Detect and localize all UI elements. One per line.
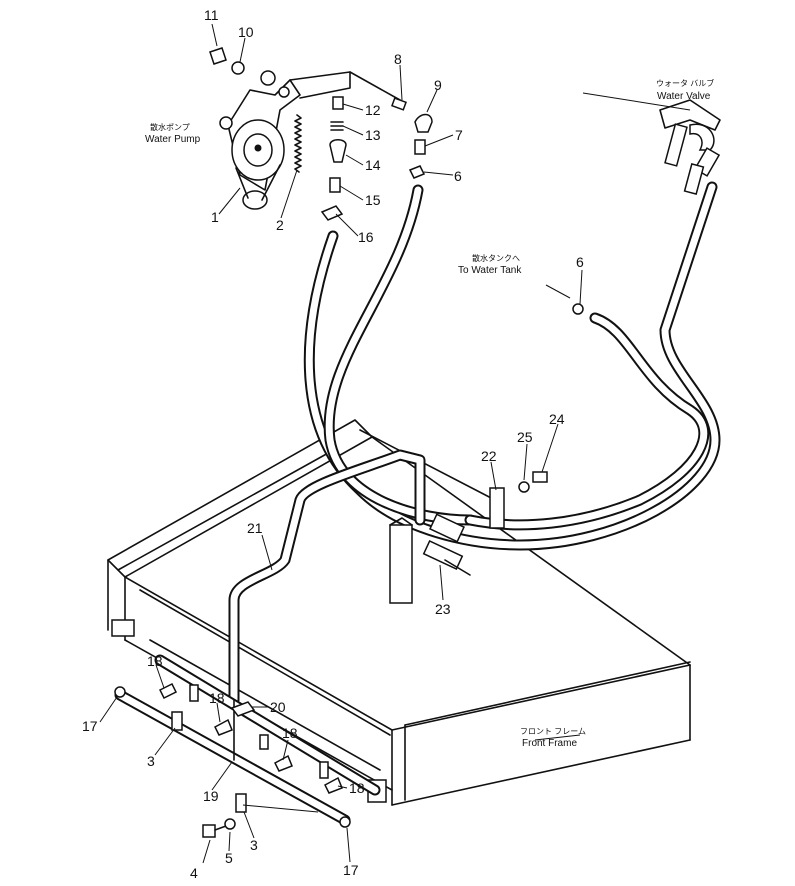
callout-5: 5 [225,850,233,866]
callout-2: 2 [276,217,284,233]
water-valve-label: Water Valve [657,91,711,102]
water-pump-label: Water Pump [145,134,201,145]
callout-11: 11 [204,7,219,23]
callout-23: 23 [435,601,451,617]
callout-25: 25 [517,429,533,445]
callout-22: 22 [481,448,497,464]
front-frame [107,419,691,806]
callout-6: 6 [576,254,584,270]
water-pump-assembly [209,47,584,315]
callout-3: 3 [147,753,155,769]
connector-assembly [389,471,548,604]
callout-1: 1 [211,209,219,225]
callout-16: 16 [358,229,374,245]
front-frame-label-jp: フロント フレーム [520,727,586,736]
front-frame-label: Front Frame [522,738,577,749]
callout-18: 18 [147,653,163,669]
leader-lines [99,23,691,864]
water-valve [659,99,721,195]
water-tank-label-jp: 散水タンクへ [472,253,520,263]
nozzle-parts [114,682,351,838]
callout-21: 21 [247,520,263,536]
callout-20: 20 [270,699,286,715]
callout-10: 10 [238,24,254,40]
callout-3: 3 [250,837,258,853]
callout-17: 17 [343,862,359,878]
callout-12: 12 [365,102,381,118]
callout-9: 9 [434,77,442,93]
callout-18: 18 [282,725,298,741]
callout-13: 13 [365,127,381,143]
callout-14: 14 [365,157,381,173]
hoses [114,181,721,826]
callout-6: 6 [454,168,462,184]
water-pump-label-jp: 散水ポンプ [150,122,190,132]
callout-18: 18 [349,780,365,796]
callout-18: 18 [209,690,225,706]
water-tank-label: To Water Tank [458,265,522,276]
callout-4: 4 [190,865,198,881]
callout-8: 8 [394,51,402,67]
water-valve-label-jp: ウォータ バルブ [656,78,714,88]
callout-19: 19 [203,788,219,804]
callout-24: 24 [549,411,565,427]
callout-numbers: 1 2 3 3 4 5 6 6 7 8 9 10 11 12 13 14 15 … [82,7,584,881]
callout-15: 15 [365,192,381,208]
annotation-labels: 散水ポンプ Water Pump ウォータ バルブ Water Valve 散水… [145,78,714,749]
callout-17: 17 [82,718,98,734]
callout-7: 7 [455,127,463,143]
